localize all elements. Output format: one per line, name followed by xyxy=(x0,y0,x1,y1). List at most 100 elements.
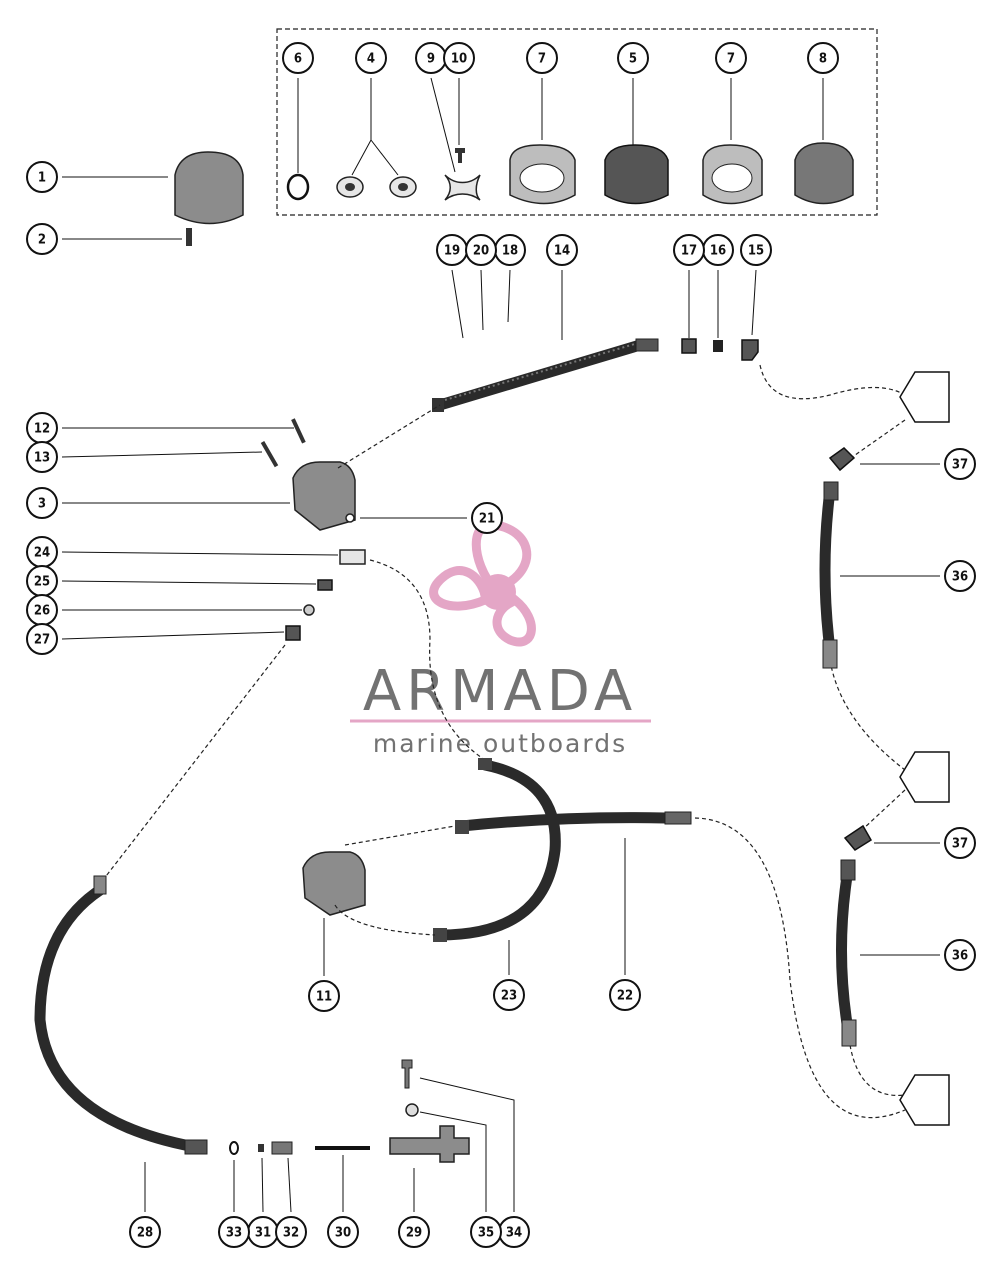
callout-c18: 18 xyxy=(494,234,526,323)
callout-circle xyxy=(465,234,497,266)
callout-circle xyxy=(26,487,58,519)
callout-number: 35 xyxy=(478,1226,494,1241)
callout-number: 3 xyxy=(38,497,46,512)
propeller-logo-icon xyxy=(429,520,536,647)
filter-block xyxy=(302,851,366,916)
callout-circle xyxy=(470,1216,502,1248)
callout-c28: 28 xyxy=(129,1162,161,1248)
callout-number: 16 xyxy=(710,244,726,259)
callout-c12: 12 xyxy=(26,412,294,444)
fuel-tank-bottom xyxy=(899,1074,950,1126)
callout-circle xyxy=(715,42,747,74)
repair-kit-box xyxy=(276,28,878,216)
callout-c26: 26 xyxy=(26,594,302,626)
callout-number: 27 xyxy=(34,633,50,648)
callout-leader xyxy=(61,631,285,640)
callout-c6: 6 xyxy=(282,42,314,173)
callout-leader xyxy=(419,1077,515,1212)
callout-number: 19 xyxy=(444,244,460,259)
callout-leader xyxy=(507,269,511,323)
callout-number: 7 xyxy=(538,52,546,67)
callout-circle xyxy=(609,979,641,1011)
callout-c33: 33 xyxy=(218,1160,250,1248)
callout-circle xyxy=(26,223,58,255)
callout-number: 11 xyxy=(316,990,332,1005)
callout-c7a: 7 xyxy=(526,42,558,140)
callout-c19: 19 xyxy=(436,234,468,339)
callout-c5: 5 xyxy=(617,42,649,145)
callout-circle xyxy=(275,1216,307,1248)
callout-circle xyxy=(526,42,558,74)
callout-circle xyxy=(944,448,976,480)
fuel-tank-top xyxy=(899,371,950,423)
callout-c25: 25 xyxy=(26,565,317,597)
cover-screw xyxy=(186,228,192,246)
callout-number: 4 xyxy=(367,52,375,67)
callout-circle xyxy=(308,980,340,1012)
callout-number: 25 xyxy=(34,575,50,590)
callout-circle xyxy=(26,441,58,473)
callout-c30: 30 xyxy=(327,1155,359,1248)
callout-number: 28 xyxy=(137,1226,153,1241)
callout-c14: 14 xyxy=(546,234,578,340)
callout-number: 37 xyxy=(952,458,968,473)
callout-number: 2 xyxy=(38,233,46,248)
callout-circle xyxy=(355,42,387,74)
callout-number: 12 xyxy=(34,422,50,437)
callout-number: 22 xyxy=(617,989,633,1004)
armada-watermark: ARMADA marine outboards xyxy=(350,520,651,758)
callout-c9: 9 xyxy=(415,42,456,173)
callout-c13: 13 xyxy=(26,441,263,473)
callout-c1: 1 xyxy=(26,161,168,193)
callout-number: 26 xyxy=(34,604,50,619)
callout-number: 18 xyxy=(502,244,518,259)
callout-circle xyxy=(944,939,976,971)
callout-number: 33 xyxy=(226,1226,242,1241)
callout-number: 36 xyxy=(952,949,968,964)
callout-circle xyxy=(26,623,58,655)
callout-c24: 24 xyxy=(26,536,339,568)
fuel-tank-middle xyxy=(899,751,950,803)
watermark-tagline: marine outboards xyxy=(373,729,627,758)
callout-circle xyxy=(944,560,976,592)
callout-c2: 2 xyxy=(26,223,182,255)
callout-c36b: 36 xyxy=(860,939,976,971)
callout-circle xyxy=(673,234,705,266)
fuel-tee xyxy=(389,1125,470,1163)
callout-c20: 20 xyxy=(465,234,497,331)
callout-c23: 23 xyxy=(493,940,525,1011)
callout-leader xyxy=(287,1157,292,1213)
callout-c15: 15 xyxy=(740,234,772,336)
callout-number: 37 xyxy=(952,837,968,852)
callout-c11: 11 xyxy=(308,918,340,1012)
callout-number: 13 xyxy=(34,451,50,466)
callout-c4: 4 xyxy=(351,42,399,176)
callout-c8: 8 xyxy=(807,42,839,140)
callout-circle xyxy=(282,42,314,74)
callout-c27: 27 xyxy=(26,623,285,655)
callout-c10: 10 xyxy=(443,42,475,145)
callout-circle xyxy=(443,42,475,74)
callout-c37a: 37 xyxy=(860,448,976,480)
callout-circle xyxy=(493,979,525,1011)
callout-leader xyxy=(61,580,317,585)
kit-parts xyxy=(286,142,854,205)
callout-circle xyxy=(471,502,503,534)
callout-leader xyxy=(480,269,484,331)
callout-c34: 34 xyxy=(419,1077,530,1248)
fuel-pump-block xyxy=(292,461,356,531)
callout-number: 21 xyxy=(479,512,495,527)
callout-circle xyxy=(129,1216,161,1248)
callout-c37b: 37 xyxy=(874,827,976,859)
callout-leader xyxy=(351,78,372,176)
callout-circle xyxy=(398,1216,430,1248)
callout-number: 23 xyxy=(501,989,517,1004)
callout-number: 31 xyxy=(255,1226,271,1241)
callout-leader xyxy=(751,269,757,336)
callout-c7b: 7 xyxy=(715,42,747,140)
callout-number: 20 xyxy=(473,244,489,259)
callout-circle xyxy=(807,42,839,74)
callout-number: 14 xyxy=(554,244,570,259)
